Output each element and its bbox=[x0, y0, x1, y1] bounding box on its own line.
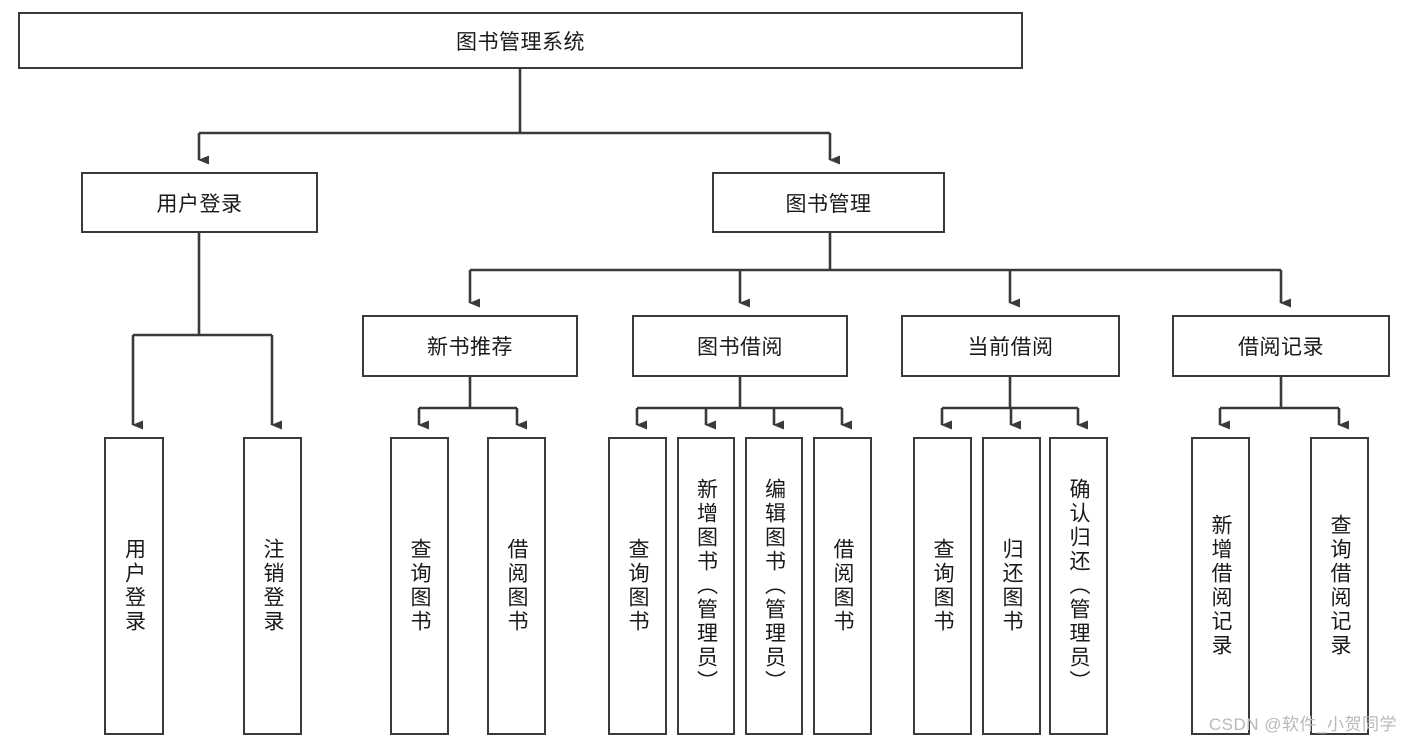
node-book-manage[interactable]: 图书管理 bbox=[712, 172, 945, 233]
node-borrow-record-label: 借阅记录 bbox=[1238, 336, 1324, 359]
node-leaf-record-add[interactable]: 新增借阅记录 bbox=[1191, 437, 1250, 735]
node-leaf-borrow-lend[interactable]: 借阅图书 bbox=[813, 437, 872, 735]
node-leaf-borrow-query-label: 查询图书 bbox=[626, 538, 649, 634]
node-borrow-record[interactable]: 借阅记录 bbox=[1172, 315, 1390, 377]
node-leaf-borrow-add[interactable]: 新增图书（管理员） bbox=[677, 437, 735, 735]
node-leaf-record-query[interactable]: 查询借阅记录 bbox=[1310, 437, 1369, 735]
node-book-borrow-label: 图书借阅 bbox=[697, 336, 783, 359]
node-leaf-current-query-label: 查询图书 bbox=[931, 538, 954, 634]
node-leaf-user-login[interactable]: 用户登录 bbox=[104, 437, 164, 735]
node-leaf-recommend-query[interactable]: 查询图书 bbox=[390, 437, 449, 735]
node-current-borrow-label: 当前借阅 bbox=[967, 336, 1054, 359]
node-leaf-current-query[interactable]: 查询图书 bbox=[913, 437, 972, 735]
node-leaf-recommend-borrow[interactable]: 借阅图书 bbox=[487, 437, 546, 735]
node-leaf-borrow-add-label: 新增图书（管理员） bbox=[694, 478, 718, 694]
node-leaf-record-add-label: 新增借阅记录 bbox=[1209, 514, 1232, 658]
node-new-book-recommend-label: 新书推荐 bbox=[427, 336, 513, 359]
node-leaf-borrow-edit-label: 编辑图书（管理员） bbox=[762, 478, 786, 694]
node-user-login[interactable]: 用户登录 bbox=[81, 172, 318, 233]
watermark-text: CSDN @软件_小贺同学 bbox=[1208, 715, 1397, 734]
node-user-login-label: 用户登录 bbox=[156, 192, 243, 216]
node-root[interactable]: 图书管理系统 bbox=[18, 12, 1023, 69]
node-leaf-current-confirm-label: 确认归还（管理员） bbox=[1067, 478, 1090, 694]
node-current-borrow[interactable]: 当前借阅 bbox=[901, 315, 1120, 377]
node-leaf-borrow-query[interactable]: 查询图书 bbox=[608, 437, 667, 735]
node-leaf-borrow-lend-label: 借阅图书 bbox=[831, 538, 854, 634]
node-leaf-current-confirm[interactable]: 确认归还（管理员） bbox=[1049, 437, 1108, 735]
node-leaf-user-logout[interactable]: 注销登录 bbox=[243, 437, 302, 735]
node-new-book-recommend[interactable]: 新书推荐 bbox=[362, 315, 578, 377]
node-book-borrow[interactable]: 图书借阅 bbox=[632, 315, 848, 377]
node-leaf-recommend-query-label: 查询图书 bbox=[408, 538, 431, 634]
node-book-manage-label: 图书管理 bbox=[785, 192, 872, 216]
node-leaf-current-return-label: 归还图书 bbox=[1000, 538, 1023, 634]
node-leaf-borrow-edit[interactable]: 编辑图书（管理员） bbox=[745, 437, 803, 735]
node-leaf-user-login-label: 用户登录 bbox=[122, 538, 146, 634]
node-leaf-user-logout-label: 注销登录 bbox=[261, 538, 284, 634]
node-root-label: 图书管理系统 bbox=[456, 30, 585, 54]
node-leaf-current-return[interactable]: 归还图书 bbox=[982, 437, 1041, 735]
node-leaf-recommend-borrow-label: 借阅图书 bbox=[505, 538, 528, 634]
node-leaf-record-query-label: 查询借阅记录 bbox=[1328, 514, 1351, 658]
